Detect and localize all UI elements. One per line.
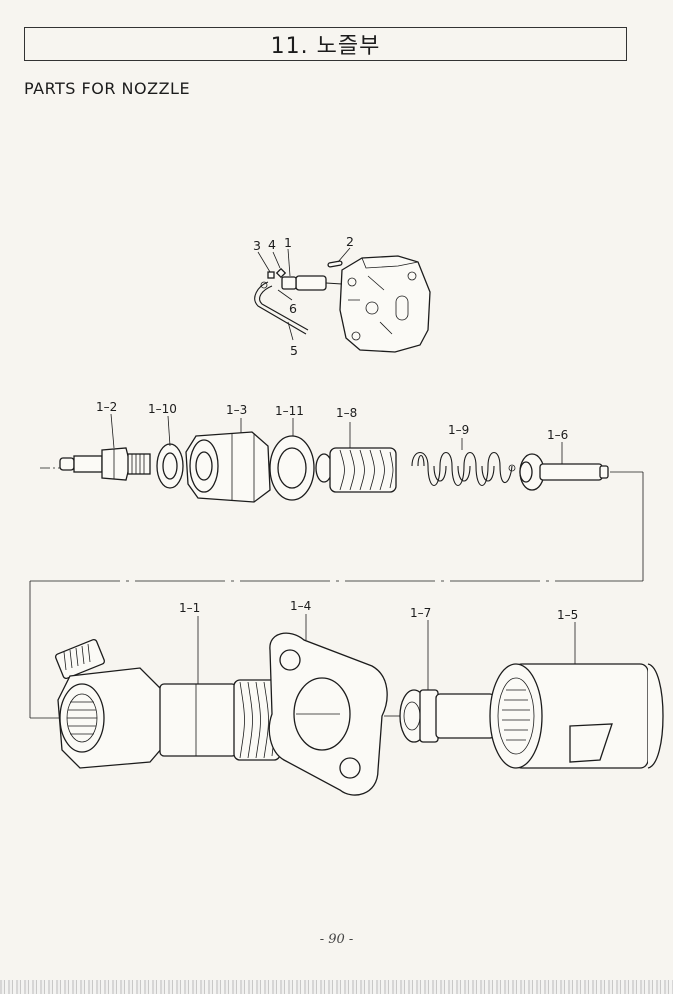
label-4: 4 bbox=[268, 237, 276, 252]
label-3: 3 bbox=[253, 238, 261, 253]
part-1-3 bbox=[185, 431, 271, 503]
label-1-2: 1–2 bbox=[96, 400, 117, 414]
section-title-text: 11. 노즐부 bbox=[270, 34, 381, 59]
part-1-1 bbox=[54, 638, 281, 769]
section-title: 11. 노즐부 bbox=[24, 27, 627, 61]
section-subtitle: PARTS FOR NOZZLE bbox=[24, 79, 191, 98]
label-1-10: 1–10 bbox=[148, 402, 177, 416]
page-number: - 90 - bbox=[319, 932, 354, 947]
label-1: 1 bbox=[284, 235, 292, 250]
overview-part-3 bbox=[267, 271, 275, 279]
label-1-5: 1–5 bbox=[557, 608, 578, 622]
part-1-6 bbox=[519, 453, 609, 491]
exploded-top-row: 1–2 1–10 1–3 1–11 1–8 1–9 1–6 bbox=[59, 400, 609, 503]
label-6: 6 bbox=[289, 301, 297, 316]
part-1-10 bbox=[156, 443, 184, 489]
label-1-3: 1–3 bbox=[226, 403, 247, 417]
pump-housing bbox=[339, 255, 431, 353]
overview-assembly: 3 4 1 2 6 5 bbox=[253, 234, 431, 358]
label-1-1: 1–1 bbox=[179, 601, 200, 615]
label-1-8: 1–8 bbox=[336, 406, 357, 420]
overview-part-2 bbox=[327, 260, 343, 268]
overview-part-4 bbox=[275, 267, 287, 279]
overview-fuel-pipe bbox=[254, 281, 307, 335]
scan-edge-strip bbox=[0, 980, 673, 994]
label-2: 2 bbox=[346, 234, 354, 249]
part-1-11 bbox=[269, 435, 315, 501]
part-1-7 bbox=[384, 689, 495, 743]
label-1-9: 1–9 bbox=[448, 423, 469, 437]
exploded-bottom-row: 1–1 1–4 1–7 1–5 bbox=[54, 599, 664, 796]
label-1-4: 1–4 bbox=[290, 599, 311, 613]
label-1-6: 1–6 bbox=[547, 428, 568, 442]
label-1-7: 1–7 bbox=[410, 606, 431, 620]
part-1-2 bbox=[59, 447, 151, 481]
part-1-8 bbox=[315, 447, 397, 493]
overview-nozzle-body bbox=[295, 275, 327, 291]
label-1-11: 1–11 bbox=[275, 404, 304, 418]
part-1-9 bbox=[411, 451, 516, 487]
part-1-5 bbox=[489, 663, 664, 769]
part-1-4 bbox=[268, 632, 388, 796]
label-5: 5 bbox=[290, 343, 298, 358]
